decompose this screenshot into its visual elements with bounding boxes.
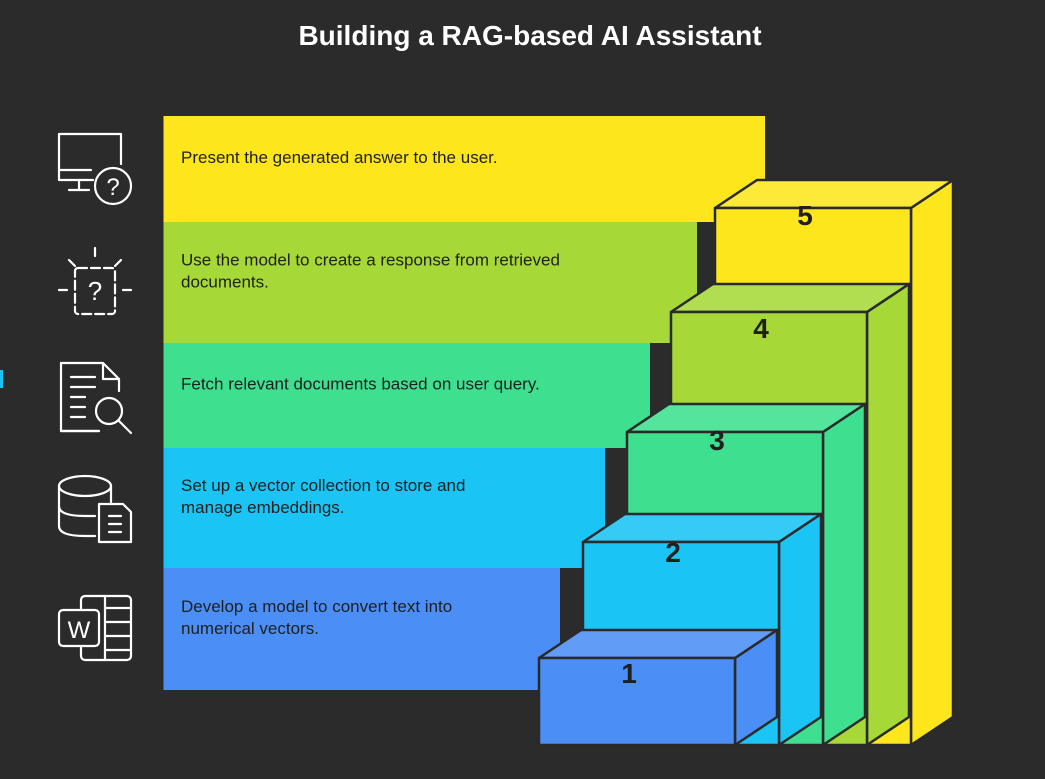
step-number: 2 [665, 537, 681, 568]
database-document-icon [57, 474, 133, 544]
step-band-fill [162, 448, 605, 568]
step-number: 5 [797, 200, 813, 231]
step-description: Use the model to create a response from … [181, 251, 560, 292]
svg-text:W: W [68, 617, 91, 644]
step-band-fill [162, 343, 650, 448]
stair-side-face [777, 512, 823, 747]
stair-top-face [581, 512, 823, 544]
step-icons: W?? [57, 132, 133, 662]
step-description: Fetch relevant documents based on user q… [181, 375, 540, 394]
stair-front-face [537, 656, 737, 747]
staircase: 5 4 3 2 1 [537, 178, 955, 747]
stair-side-face [909, 178, 955, 747]
svg-text:?: ? [106, 174, 119, 201]
step-description: Present the generated answer to the user… [181, 148, 498, 167]
step-description-line: Fetch relevant documents based on user q… [181, 375, 540, 394]
step-band-1: Develop a model to convert text into nume… [162, 568, 560, 690]
step-band-3: Fetch relevant documents based on user q… [162, 343, 650, 448]
step-description-line: numerical vectors. [181, 619, 319, 638]
step-description-line: Present the generated answer to the user… [181, 148, 498, 167]
step-band-4: Use the model to create a response from … [162, 222, 697, 343]
step-number: 1 [621, 658, 637, 689]
step-number: 3 [709, 425, 725, 456]
stair-side-face [865, 282, 911, 747]
step-description-line: Use the model to create a response from … [181, 251, 560, 270]
step-description: Set up a vector collection to store and m… [181, 476, 465, 517]
document-search-icon [59, 361, 133, 435]
question-idea-icon: ? [57, 246, 133, 316]
stair-top-face [669, 282, 911, 314]
step-description-line: Develop a model to convert text into [181, 597, 452, 616]
stair-top-face [625, 402, 867, 434]
step-band-fill [162, 568, 560, 690]
step-band-fill [162, 222, 697, 343]
diagram-title: Building a RAG-based AI Assistant [298, 20, 761, 51]
stair-step-1: 1 [537, 628, 779, 747]
stair-top-face [537, 628, 779, 660]
left-edge-marker [0, 370, 3, 388]
monitor-question-icon: ? [57, 132, 133, 206]
step-bands: Develop a model to convert text into nume… [160, 116, 765, 690]
step-description: Develop a model to convert text into nume… [181, 597, 452, 638]
step-description-line: Set up a vector collection to store and [181, 476, 465, 495]
svg-text:?: ? [88, 276, 102, 306]
step-band-fill [162, 116, 765, 222]
step-band-2: Set up a vector collection to store and m… [162, 448, 605, 568]
step-description-line: documents. [181, 273, 269, 292]
step-description-line: manage embeddings. [181, 498, 345, 517]
step-number: 4 [753, 313, 769, 344]
step-band-5: Present the generated answer to the user… [162, 116, 765, 222]
word-document-icon: W [57, 594, 133, 662]
stair-side-face [821, 402, 867, 747]
stair-top-face [713, 178, 955, 210]
